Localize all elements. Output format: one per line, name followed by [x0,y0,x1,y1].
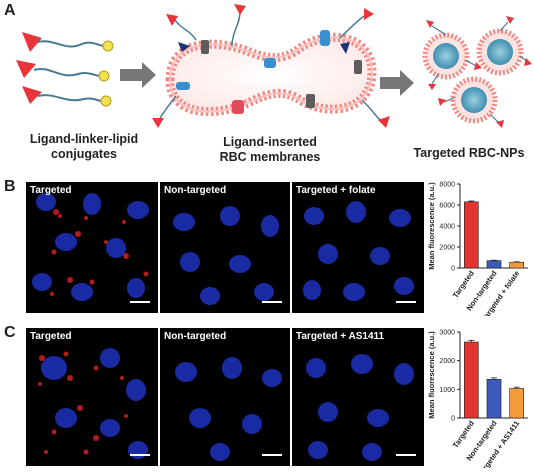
chart-b: Mean fluorescence (a.u.) 0 2000 4000 6000 800… [427,176,532,323]
caption-line: conjugates [51,147,117,161]
scale-bar [262,454,282,456]
y-axis-label: Mean fluorescence (a.u.) [428,331,436,419]
conjugate-2 [16,60,110,82]
micrograph-label: Non-targeted [164,185,227,196]
lipid-head-icon [102,40,114,52]
panel-a-letter: A [4,2,16,19]
scale-bar [396,301,416,303]
ligand-triangle-icon [22,32,42,52]
y-tick-label: 0 [451,416,455,423]
scale-bar [130,454,150,456]
chart-c-svg: Mean fluorescence (a.u.)0100020003000Tar… [427,330,528,474]
conjugate-3 [22,86,112,107]
panel-a-schematic [16,4,532,128]
ligand-triangle-icon [152,118,164,128]
micrograph-b-targeted-folate: Targeted + folate [292,182,424,313]
membrane-protein-icon [306,94,315,108]
ligand-triangle-icon [16,60,36,78]
rbc-membrane-icon [152,4,390,128]
micrograph-label: Targeted + folate [296,185,376,196]
y-tick-label: 4000 [439,224,455,231]
micrograph-label: Targeted [30,185,72,196]
membrane-protein-icon [232,100,244,114]
ligand-triangle-icon [22,86,42,104]
bar [486,260,502,269]
micrograph-b-targeted: Targeted [26,182,158,313]
nanoparticle-icon [438,76,504,128]
caption-line: RBC membranes [219,150,321,164]
insertion-arrow-icon [340,42,350,54]
nanoparticle-icon [422,20,482,90]
bar [486,378,502,419]
micrograph-b-non-targeted: Non-targeted [160,182,290,313]
caption-line: Ligand-inserted [223,135,317,149]
y-tick-label: 0 [451,266,455,273]
bar [464,341,479,419]
caption-line: Ligand-linker-lipid [29,132,139,146]
micrograph-c-targeted: Targeted [26,328,158,466]
membrane-protein-icon [264,58,276,68]
caption-membranes: Ligand-inserted RBC membranes [200,135,340,165]
linker-line [33,67,101,77]
arrow-right-icon [380,70,414,96]
scale-bar [262,301,282,303]
y-tick-label: 2000 [439,245,455,252]
lipid-head-icon [100,95,112,107]
y-tick-label: 3000 [439,330,455,337]
nanoparticle-icon [476,16,532,76]
y-tick-label: 2000 [439,358,455,365]
chart-b-svg: Mean fluorescence (a.u.) 0 2000 4000 6000 800… [427,182,528,323]
panel-b-letter: B [4,178,16,195]
micrograph-label: Targeted [30,331,72,342]
y-tick-label: 8000 [439,182,455,189]
membrane-protein-icon [176,82,190,90]
ligand-triangle-icon [234,4,246,15]
y-tick-label: 1000 [439,387,455,394]
micrograph-label: Targeted + AS1411 [296,331,385,342]
micrograph-label: Non-targeted [164,331,227,342]
bar [509,261,524,269]
linker-line [37,94,103,102]
ligand-triangle-icon [166,14,178,26]
bar [464,201,479,269]
conjugate-group [16,32,114,107]
micrograph-c-targeted-as1411: Targeted + AS1411 [292,328,424,466]
ligand-triangle-icon [378,116,390,128]
conjugate-1 [22,32,114,52]
micrograph-c-non-targeted: Non-targeted [160,328,290,466]
scale-bar [130,301,150,303]
caption-conjugates: Ligand-linker-lipid conjugates [14,132,154,162]
linker-line [37,40,105,48]
arrow-right-icon [120,62,156,88]
panel-c-letter: C [4,324,16,341]
bar [509,388,524,419]
membrane-protein-icon [320,30,330,46]
y-tick-label: 6000 [439,203,455,210]
y-axis-label: Mean fluorescence (a.u.) [428,182,436,270]
insertion-arrow-icon [178,42,190,52]
membrane-protein-icon [201,40,209,54]
membrane-protein-icon [354,60,362,74]
ligand-triangle-icon [364,8,374,20]
caption-nps: Targeted RBC-NPs [413,146,525,160]
scale-bar [396,454,416,456]
lipid-head-icon [98,70,110,82]
